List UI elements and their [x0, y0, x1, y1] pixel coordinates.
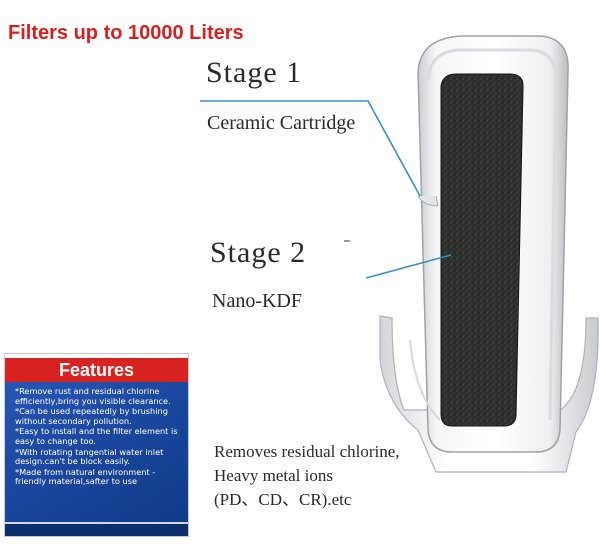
features-list: *Remove rust and residual chlorine effic… — [5, 382, 188, 487]
stage2-subtitle: Nano-KDF — [212, 290, 302, 312]
features-divider — [5, 522, 188, 524]
feature-item: *Made from natural environment -friendly… — [15, 466, 156, 487]
filter-media — [440, 73, 524, 427]
description-line: Heavy metal ions — [214, 466, 333, 485]
features-title: Features — [5, 358, 188, 382]
stage2-title: Stage 2 — [210, 236, 307, 269]
stage2-callout-line — [365, 254, 452, 279]
features-panel: Features *Remove rust and residual chlor… — [5, 354, 188, 536]
stage1-callout-line — [200, 100, 421, 197]
features-footer-band — [5, 524, 188, 536]
feature-item: *With rotating tangential water inlet de… — [15, 446, 164, 467]
stage1-title: Stage 1 — [206, 56, 303, 89]
features-body: *Remove rust and residual chlorine effic… — [5, 382, 188, 536]
feature-item: *Easy to install and the filter element … — [15, 426, 178, 446]
description-line: Removes residual chlorine, — [214, 442, 400, 461]
description-line: (PD、CD、CR).etc — [214, 490, 352, 509]
feature-item: *Remove rust and residual chlorine effic… — [15, 386, 171, 406]
stage1-subtitle: Ceramic Cartridge — [207, 112, 356, 134]
description: Removes residual chlorine, Heavy metal i… — [214, 440, 400, 512]
headline: Filters up to 10000 Liters — [8, 22, 244, 44]
feature-item: *Can be used repeatedly by brushing with… — [15, 406, 168, 426]
